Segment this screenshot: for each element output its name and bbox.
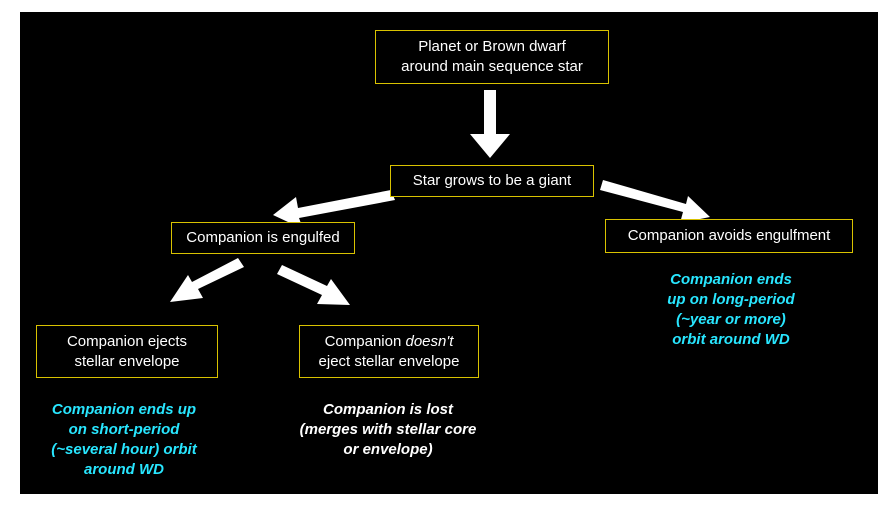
note-long-period-line: (~year or more) (676, 311, 786, 328)
note-long-period-line: orbit around WD (672, 331, 790, 348)
note-short-period: Companion ends up on short-period (~seve… (34, 400, 214, 480)
arrow-start-to-giant (470, 90, 510, 158)
node-start-line1: Planet or Brown dwarf (418, 38, 566, 55)
note-long-period-line: Companion ends (670, 271, 792, 288)
node-ejects-line2: stellar envelope (74, 352, 180, 370)
arrow-engulfed-to-not-ejects (277, 265, 350, 305)
node-avoids: Companion avoids engulfment (605, 219, 853, 253)
note-short-period-line: on short-period (68, 421, 180, 438)
note-long-period: Companion ends up on long-period (~year … (646, 270, 816, 350)
node-engulfed-label: Companion is engulfed (186, 229, 340, 246)
arrow-engulfed-to-ejects (170, 258, 244, 302)
node-engulfed: Companion is engulfed (171, 222, 355, 254)
node-ejects-line1: Companion ejects (66, 332, 188, 350)
node-start: Planet or Brown dwarf around main sequen… (375, 30, 609, 84)
node-not-ejects-prefix: Companion (324, 332, 406, 350)
arrow-giant-to-avoids (600, 180, 710, 223)
note-lost-line: or envelope) (343, 441, 433, 458)
node-not-ejects-line1: Companion doesn't (325, 332, 454, 352)
node-avoids-label: Companion avoids engulfment (627, 227, 831, 244)
node-giant: Star grows to be a giant (390, 165, 594, 197)
note-lost: Companion is lost (merges with stellar c… (288, 400, 488, 460)
node-not-ejects-emphasis: doesn't (405, 332, 454, 350)
arrows-layer (170, 90, 710, 305)
diagram-slide: Planet or Brown dwarf around main sequen… (20, 12, 878, 494)
node-ejects: Companion ejects stellar envelope (36, 325, 218, 378)
note-short-period-line: around WD (84, 461, 164, 478)
node-not-ejects: Companion doesn't eject stellar envelope (299, 325, 479, 378)
note-short-period-line: (~several hour) orbit (51, 441, 197, 458)
note-long-period-line: up on long-period (667, 291, 795, 308)
arrow-giant-to-engulfed (273, 190, 395, 229)
note-lost-line: (merges with stellar core (299, 421, 477, 438)
node-not-ejects-line2: eject stellar envelope (318, 352, 460, 370)
node-start-line2: around main sequence star (401, 58, 583, 75)
note-short-period-line: Companion ends up (51, 401, 197, 418)
note-lost-line: Companion is lost (322, 401, 453, 418)
node-giant-label: Star grows to be a giant (412, 172, 572, 189)
